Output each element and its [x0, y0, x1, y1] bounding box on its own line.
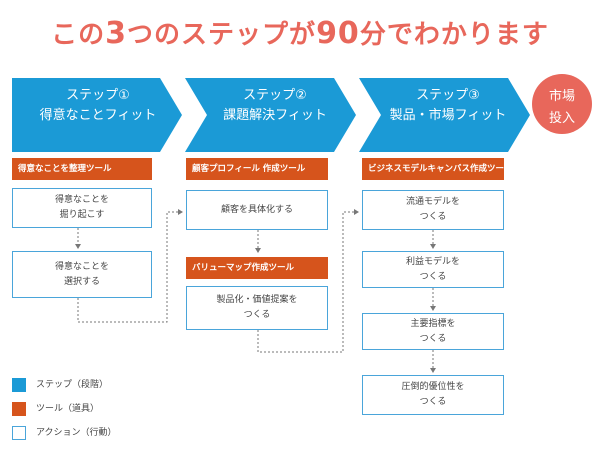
final-line: 投入	[548, 111, 575, 126]
step-number: ステップ①	[66, 88, 130, 103]
market-launch-circle	[532, 74, 592, 134]
legend-step-swatch	[12, 378, 26, 392]
step-3-label: ステップ③ 製品・市場フィット	[368, 86, 528, 126]
action-distribution-model: 流通モデルをつくる	[362, 190, 504, 230]
action-text: つくる	[243, 310, 271, 320]
action-text: 圧倒的優位性を	[401, 382, 465, 392]
tool-strengths-organizer: 得意なことを整理ツール	[12, 158, 152, 180]
action-profit-model: 利益モデルをつくる	[362, 251, 504, 288]
legend-step-label: ステップ（段階）	[36, 380, 109, 390]
action-dig-up-strengths: 得意なことを掘り起こす	[12, 188, 152, 228]
action-text: 選択する	[63, 276, 100, 287]
step-1-chevron	[12, 78, 182, 152]
action-text: つくる	[419, 333, 447, 344]
step-name: 課題解決フィット	[223, 108, 327, 123]
step-number: ステップ③	[416, 88, 480, 103]
action-select-strengths: 得意なことを選択する	[12, 251, 152, 298]
market-launch-label: 市場 投入	[532, 86, 592, 130]
legend-action-label: アクション（行動）	[36, 428, 117, 438]
title-part: 分でわかります	[359, 20, 549, 50]
action-create-value-proposition: 製品化・価値提案をつくる	[186, 286, 328, 330]
action-text: 流通モデルを	[405, 197, 460, 207]
action-key-metrics: 主要指標をつくる	[362, 313, 504, 350]
legend-tool-label: ツール（道具）	[36, 404, 100, 414]
step-name: 製品・市場フィット	[389, 108, 507, 123]
title-part: つのステップが	[127, 20, 317, 50]
action-text: 利益モデルを	[405, 256, 460, 267]
action-text: 顧客を具体化する	[220, 204, 293, 215]
action-text: 得意なことを	[54, 261, 109, 272]
action-text: つくる	[419, 271, 447, 282]
step-3-chevron	[359, 78, 530, 152]
step-1-label: ステップ① 得意なことフィット	[18, 86, 178, 126]
final-line: 市場	[548, 89, 575, 104]
steps-chevrons	[12, 74, 592, 152]
action-unfair-advantage: 圧倒的優位性をつくる	[362, 375, 504, 415]
action-text: 得意なことを	[54, 195, 109, 205]
step-2-label: ステップ② 課題解決フィット	[195, 86, 355, 126]
legend-action-swatch	[12, 426, 26, 440]
step-2-chevron	[185, 78, 356, 152]
title-number: 3	[105, 16, 128, 51]
step-number: ステップ②	[243, 88, 307, 103]
title-number: 90	[316, 16, 360, 51]
tool-value-map: バリューマップ作成ツール	[186, 257, 328, 279]
action-text: 掘り起こす	[59, 210, 105, 220]
step-name: 得意なことフィット	[39, 108, 157, 123]
tool-customer-profile: 顧客プロフィール 作成ツール	[186, 158, 328, 180]
action-text: つくる	[419, 397, 447, 407]
action-text: 製品化・価値提案を	[216, 295, 298, 305]
legend-tool-swatch	[12, 402, 26, 416]
tool-business-model-canvas: ビジネスモデルキャンバス作成ツール	[362, 158, 513, 180]
action-define-customer: 顧客を具体化する	[186, 190, 328, 230]
title-part: この	[51, 20, 106, 50]
action-text: つくる	[419, 212, 447, 222]
page-title: この3つのステップが90分でわかります	[0, 14, 600, 51]
action-text: 主要指標を	[410, 318, 456, 329]
